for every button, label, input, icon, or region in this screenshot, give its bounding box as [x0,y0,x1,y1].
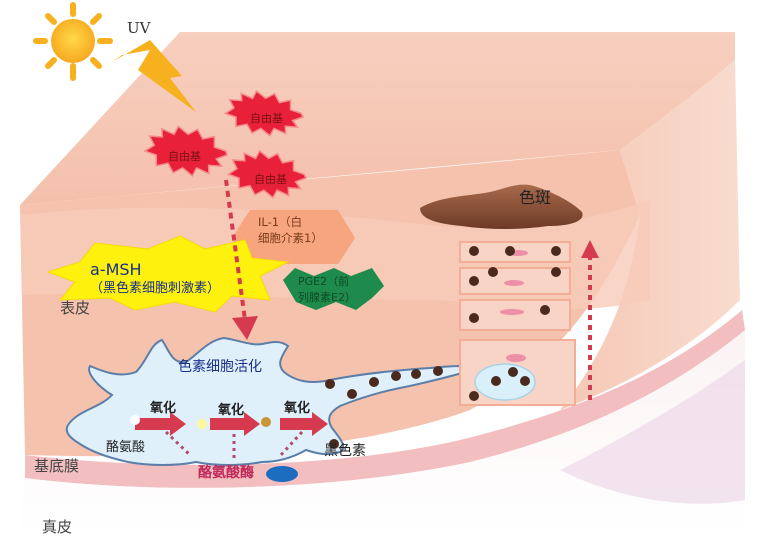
oxidation-arrows [135,412,328,436]
il1-line-1: IL-1（白 [258,215,303,229]
signal-arrow-head [232,316,258,340]
free-radical-burst-1 [223,90,305,137]
melanin-granule [369,377,379,387]
free-radical-label-1: 自由基 [250,112,283,125]
free-radical-burst-3 [226,149,308,199]
pge2-line-2: 列腺素E2） [298,291,356,304]
oxidation-arrow-3 [280,412,328,436]
msh-star-shape [46,235,290,313]
oxidation-label-3: 氧化 [284,401,311,416]
msh-title: a-MSH [90,260,142,279]
oxidation-label-2: 氧化 [218,403,245,418]
free-radical-burst-2 [143,125,228,177]
pigment-spot [420,184,583,229]
melanin-granule [347,389,357,399]
intermediate-molecule-1 [197,419,207,429]
oxidation-arrow-2 [210,412,260,436]
free-radical-label-3: 自由基 [254,173,287,186]
pge2-label: PGE2（前 列腺素E2） [298,274,356,306]
dermis-layer [20,330,745,534]
pink-organelle [500,309,524,315]
melanin-granule [505,246,515,256]
epidermis-label: 表皮 [60,299,91,317]
melanin-granule [540,305,550,315]
pigment-spot-label: 色斑 [519,188,552,207]
upward-arrow-head [581,240,599,258]
dermis-shading [560,360,745,504]
signal-arrow-dotted [224,179,247,321]
melanin-granule [488,267,498,277]
tyrosinase-label: 酪氨酸酶 [198,465,254,481]
melanin-granule [469,313,479,323]
enzyme-links [164,430,304,458]
melanin-granules [325,246,561,449]
il1-label: IL-1（白 细胞介素1） [258,214,323,246]
melanin-granule [491,376,501,386]
melanin-label: 黑色素 [324,443,366,459]
pge2-star-shape [283,268,384,310]
pink-organelle [506,354,526,362]
melanin-granule [551,267,561,277]
pge2-line-1: PGE2（前 [298,275,350,288]
melanin-granule [551,246,561,256]
oxidation-label-1: 氧化 [150,401,177,416]
tyrosine-label: 酪氨酸 [106,440,146,455]
melanin-granule [411,369,421,379]
uv-label: UV [127,19,151,37]
melanin-granule [433,366,443,376]
sun-icon [33,2,113,81]
msh-subtitle: （黑色素细胞刺激素） [90,281,221,296]
cell-nucleus-blue [266,466,298,482]
melanin-granule [520,376,530,386]
basement-membrane [25,310,745,488]
free-radical-label-2: 自由基 [168,150,201,163]
dermis-label: 真皮 [42,518,73,536]
tyrosine-molecule [130,415,140,425]
basement-membrane-label: 基底膜 [34,457,80,475]
melanin-granule [469,391,479,401]
melanin-granule [325,379,335,389]
il1-line-2: 细胞介素1） [258,231,323,245]
cell-nucleus [474,363,536,401]
melanin-granule [469,276,479,286]
melanin-granule [469,246,479,256]
intermediate-molecule-2 [261,417,271,427]
melanocyte-activation-label: 色素细胞活化 [178,359,262,375]
oxidation-arrow-1 [135,412,186,436]
lightning-bolt-icon [112,40,196,112]
il1-hexagon [232,210,355,264]
melanin-granule [391,371,401,381]
melanin-granule [329,439,339,449]
pink-organelle [504,280,524,286]
msh-label: a-MSH （黑色素细胞刺激素） [90,260,220,298]
melanin-granule [508,367,518,377]
